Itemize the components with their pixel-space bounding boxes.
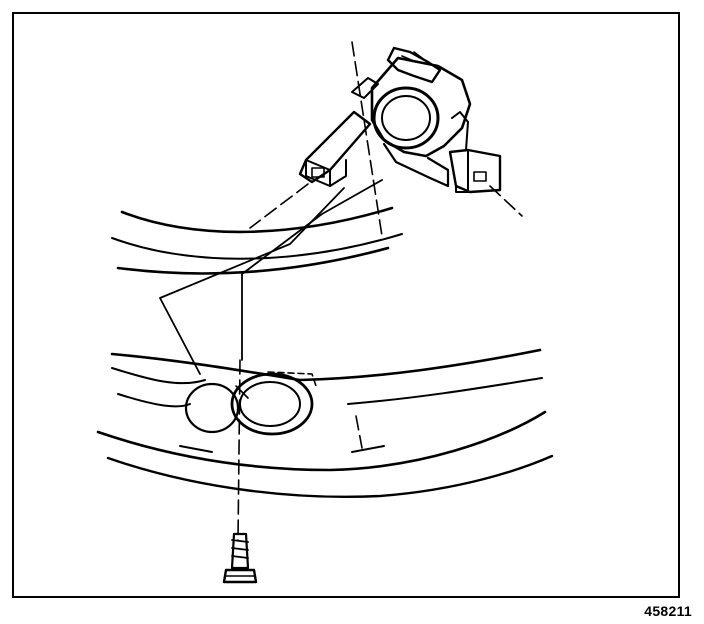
fog-lamp-lens <box>372 86 440 150</box>
fog-lamp-assembly <box>351 46 472 188</box>
mounting-bracket-left <box>298 110 372 187</box>
illustration-frame <box>12 12 680 598</box>
fog-lamp-opening <box>184 371 317 436</box>
figure-number: 458211 <box>644 603 692 619</box>
leader-lines <box>159 179 383 375</box>
screw <box>222 532 258 584</box>
front-fascia-upper <box>111 206 403 275</box>
front-fascia-lower <box>96 348 554 499</box>
mounting-bracket-right <box>448 148 502 194</box>
